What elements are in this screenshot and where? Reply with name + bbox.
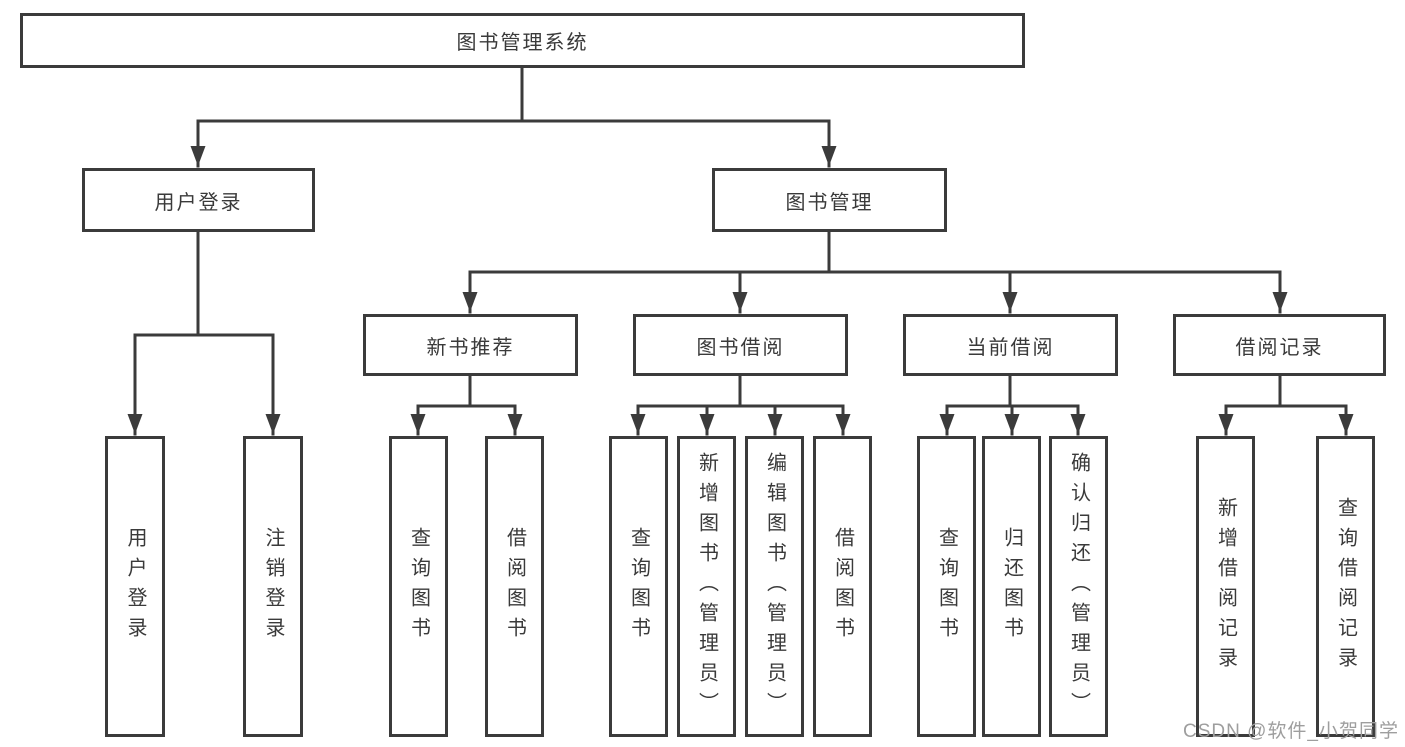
node-book-management: 图书管理 <box>712 168 947 232</box>
leaf-user-login: 用户登录 <box>105 436 165 737</box>
node-root: 图书管理系统 <box>20 13 1025 68</box>
leaf-borrow-borrow-books: 借阅图书 <box>813 436 872 737</box>
leaf-borrow-add-books-admin: 新增图书（管理员） <box>677 436 736 737</box>
node-book-borrow: 图书借阅 <box>633 314 848 376</box>
connector-current-borrow-branch <box>939 374 1086 436</box>
leaf-newbooks-query-books: 查询图书 <box>389 436 448 737</box>
connector-user-login-branch <box>127 228 281 436</box>
connector-borrow-records-branch <box>1218 374 1354 436</box>
leaf-logout: 注销登录 <box>243 436 303 737</box>
connector-root-to-level2 <box>190 64 837 168</box>
leaf-records-query-record: 查询借阅记录 <box>1316 436 1375 737</box>
leaf-current-return-books: 归还图书 <box>982 436 1041 737</box>
leaf-borrow-edit-books-admin: 编辑图书（管理员） <box>745 436 804 737</box>
node-borrow-records: 借阅记录 <box>1173 314 1386 376</box>
leaf-current-confirm-return-admin: 确认归还（管理员） <box>1049 436 1108 737</box>
csdn-watermark: CSDN @软件_小贺同学 <box>1183 721 1399 742</box>
leaf-newbooks-borrow-books: 借阅图书 <box>485 436 544 737</box>
leaf-borrow-query-books: 查询图书 <box>609 436 668 737</box>
leaf-records-add-record: 新增借阅记录 <box>1196 436 1255 737</box>
connector-new-book-recommend-branch <box>410 374 523 436</box>
node-user-login: 用户登录 <box>82 168 315 232</box>
connector-book-management-branch <box>462 228 1288 314</box>
node-new-book-recommend: 新书推荐 <box>363 314 578 376</box>
leaf-current-query-books: 查询图书 <box>917 436 976 737</box>
connector-book-borrow-branch <box>630 374 851 436</box>
node-current-borrow: 当前借阅 <box>903 314 1118 376</box>
